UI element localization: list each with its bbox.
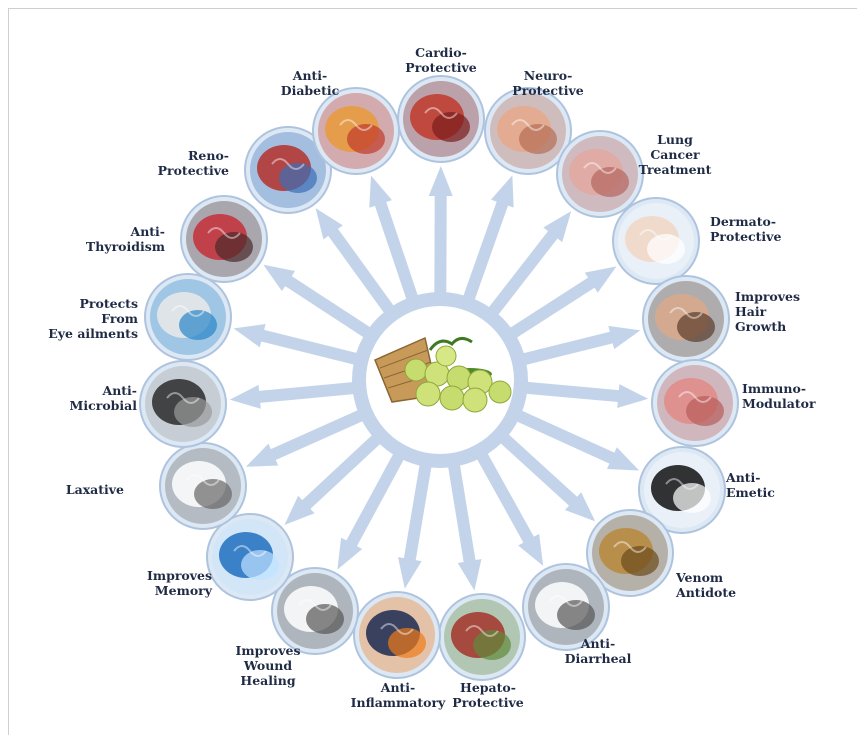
label-line: Hepato- bbox=[460, 680, 516, 695]
label-line: Reno- bbox=[188, 148, 229, 163]
arrow-improves-hair-growth bbox=[517, 319, 644, 372]
label-line: Hair bbox=[735, 304, 767, 319]
label-line: Anti- bbox=[725, 470, 761, 485]
label-line: Diabetic bbox=[281, 83, 340, 98]
label-line: Lung bbox=[657, 132, 693, 147]
toilet-running-person-icon bbox=[528, 569, 604, 645]
node-anti-thyroidism bbox=[181, 196, 267, 282]
node-hepato-protective bbox=[439, 594, 525, 680]
node-cardio-protective bbox=[398, 76, 484, 162]
label-venom-antidote: VenomAntidote bbox=[675, 570, 736, 600]
heart-icon bbox=[403, 81, 479, 157]
label-anti-diabetic: Anti-Diabetic bbox=[281, 68, 340, 98]
node-improves-hair-growth bbox=[643, 276, 729, 362]
node-immuno-modulator bbox=[652, 360, 738, 446]
label-line: Modulator bbox=[742, 396, 816, 411]
label-line: Microbial bbox=[70, 398, 138, 413]
node-eye-protection bbox=[145, 274, 231, 360]
label-line: Anti- bbox=[380, 680, 416, 695]
node-anti-inflammatory bbox=[354, 592, 440, 678]
spine-inflammation-icon bbox=[359, 597, 435, 673]
label-line: Antidote bbox=[675, 585, 736, 600]
label-line: Protects bbox=[80, 296, 138, 311]
toilet-child-sketch-icon bbox=[165, 448, 241, 524]
label-anti-emetic: Anti-Emetic bbox=[725, 470, 775, 500]
label-immuno-modulator: Immuno-Modulator bbox=[742, 381, 816, 411]
label-reno-protective: Reno-Protective bbox=[158, 148, 229, 178]
node-dermato-protective bbox=[613, 198, 699, 284]
label-dermato-protective: Dermato-Protective bbox=[710, 214, 781, 244]
label-line: Protective bbox=[158, 163, 229, 178]
label-anti-thyroidism: Anti-Thyroidism bbox=[86, 224, 165, 254]
pancreas-icon bbox=[318, 93, 394, 169]
label-line: Inflammatory bbox=[351, 695, 446, 710]
label-line: Diarrheal bbox=[565, 651, 632, 666]
node-lung-cancer-treatment bbox=[557, 131, 643, 217]
label-line: Protective bbox=[405, 60, 476, 75]
arrow-hepato-protective bbox=[441, 459, 486, 593]
label-line: Eye ailments bbox=[48, 326, 138, 341]
brain-icon bbox=[490, 93, 566, 169]
label-line: Improves bbox=[236, 643, 301, 658]
label-line: Treatment bbox=[639, 162, 712, 177]
glowing-brain-icon bbox=[212, 519, 288, 595]
arrow-immuno-modulator bbox=[521, 375, 650, 410]
label-line: From bbox=[101, 311, 138, 326]
label-line: Venom bbox=[675, 570, 723, 585]
label-line: Cancer bbox=[650, 147, 700, 162]
liver-icon bbox=[444, 599, 520, 675]
label-improves-hair-growth: ImprovesHairGrowth bbox=[735, 289, 800, 334]
label-line: Memory bbox=[155, 583, 213, 598]
spleen-icon bbox=[657, 365, 733, 441]
node-anti-diabetic bbox=[313, 88, 399, 174]
arrow-eye-protection bbox=[231, 317, 364, 372]
node-improves-memory bbox=[207, 514, 293, 600]
label-cardio-protective: Cardio-Protective bbox=[405, 45, 476, 75]
label-improves-memory: ImprovesMemory bbox=[147, 568, 213, 598]
label-line: Laxative bbox=[66, 482, 124, 497]
label-line: Improves bbox=[735, 289, 800, 304]
arrow-anti-inflammatory bbox=[393, 459, 438, 591]
arrow-cardio-protective bbox=[428, 166, 453, 298]
label-line: Healing bbox=[240, 673, 295, 688]
label-line: Growth bbox=[735, 319, 786, 334]
lungs-icon bbox=[562, 136, 638, 212]
node-laxative bbox=[160, 443, 246, 529]
label-line: Anti- bbox=[580, 636, 616, 651]
snake-icon bbox=[592, 515, 668, 591]
label-anti-microbial: Anti-Microbial bbox=[70, 383, 138, 413]
label-line: Protective bbox=[710, 229, 781, 244]
label-hepato-protective: Hepato-Protective bbox=[452, 680, 523, 710]
label-lung-cancer-treatment: LungCancerTreatment bbox=[639, 132, 712, 177]
label-line: Anti- bbox=[292, 68, 328, 83]
eyeball-icon bbox=[150, 279, 226, 355]
label-line: Anti- bbox=[130, 224, 166, 239]
label-line: Wound bbox=[243, 658, 293, 673]
label-eye-protection: ProtectsFromEye ailments bbox=[48, 296, 138, 341]
node-anti-microbial bbox=[140, 361, 226, 447]
label-line: Dermato- bbox=[710, 214, 776, 229]
microbes-icon bbox=[145, 366, 221, 442]
label-line: Immuno- bbox=[742, 381, 806, 396]
arrow-anti-microbial bbox=[229, 376, 360, 412]
label-line: Thyroidism bbox=[86, 239, 165, 254]
label-line: Neuro- bbox=[524, 68, 573, 83]
bald-head-icon bbox=[648, 281, 724, 357]
center-hub bbox=[352, 292, 528, 468]
label-line: Protective bbox=[512, 83, 583, 98]
vomiting-person-icon bbox=[644, 452, 720, 528]
label-laxative: Laxative bbox=[66, 482, 124, 497]
label-line: Improves bbox=[147, 568, 212, 583]
label-improves-wound-healing: ImprovesWoundHealing bbox=[236, 643, 301, 688]
label-line: Cardio- bbox=[415, 45, 467, 60]
skin-bandage-icon bbox=[618, 203, 694, 279]
thyroid-gland-icon bbox=[186, 201, 262, 277]
label-line: Protective bbox=[452, 695, 523, 710]
label-line: Anti- bbox=[102, 383, 138, 398]
label-neuro-protective: Neuro-Protective bbox=[512, 68, 583, 98]
label-anti-inflammatory: Anti-Inflammatory bbox=[351, 680, 446, 710]
label-line: Emetic bbox=[726, 485, 775, 500]
injured-person-sketch-icon bbox=[277, 573, 353, 649]
